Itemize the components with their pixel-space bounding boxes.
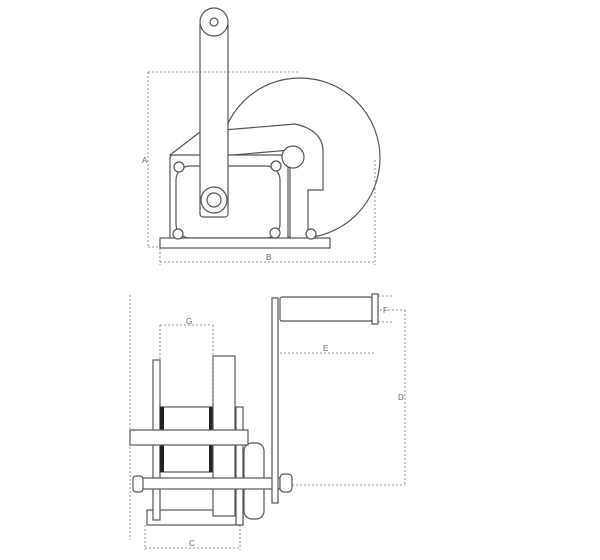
dim-label-c: C [189,539,195,548]
base-plate [159,237,331,249]
left-nut [132,475,144,493]
bolt-icon [173,161,185,173]
bolt-icon [270,160,282,172]
bolt-icon [305,228,317,240]
crank-hub [200,186,228,214]
dim-label-d: D [398,393,404,402]
handle-cap [371,293,379,325]
handle-grip [279,296,373,322]
bolt-icon [269,227,281,239]
lower-axle [139,477,281,490]
dim-label-f: F [383,306,388,315]
pawl-bolt [281,145,305,169]
crank-arm-side [271,297,279,504]
front-view: G C E D F [129,293,406,550]
right-nut [279,473,293,493]
upper-axle [129,429,249,446]
crank-top-hole [209,17,219,27]
frame-plate [235,406,244,526]
crank-hub-nut [206,192,222,208]
dim-label-a: A [142,156,148,165]
bolt-icon [172,228,184,240]
side-view: A B [142,7,381,265]
dim-label-g: G [186,317,192,326]
dim-label-b: B [266,253,271,262]
crank-top [199,7,229,37]
dim-label-e: E [323,344,328,353]
